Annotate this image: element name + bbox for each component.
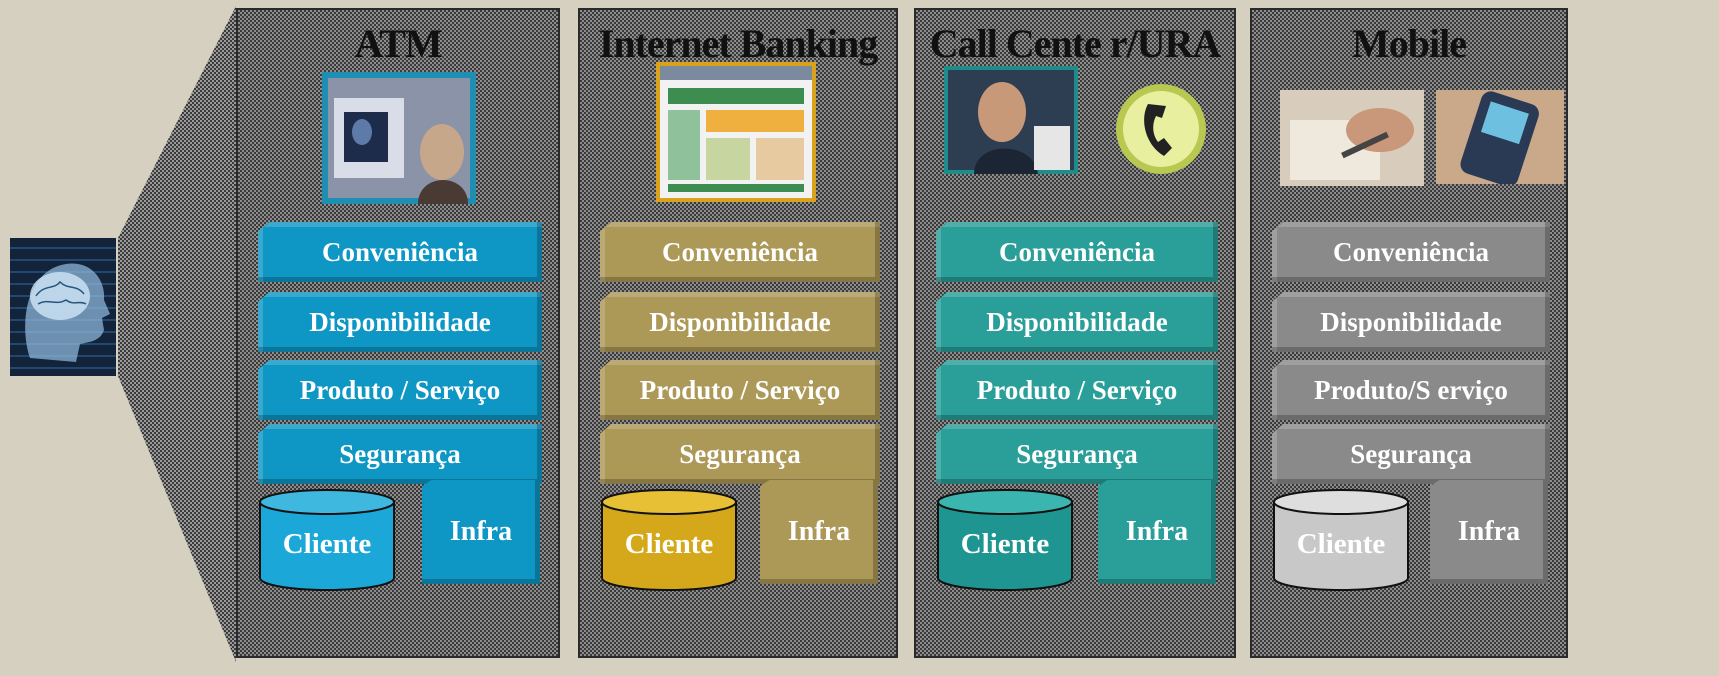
atm-person-photo-icon xyxy=(322,72,476,204)
cylinder-shape xyxy=(601,489,737,591)
cliente-database-cylinder: Cliente xyxy=(1272,488,1410,592)
infra-box: Infra xyxy=(422,480,540,584)
column-title: Call Cente r/URA xyxy=(929,21,1222,66)
layer-convenience: Conveniência xyxy=(936,222,1218,282)
layer-availability: Disponibilidade xyxy=(258,292,542,352)
infra-box: Infra xyxy=(1098,480,1216,584)
layer-availability: Disponibilidade xyxy=(1272,292,1550,352)
mobile-phone-photo-icon xyxy=(1436,90,1564,184)
infra-box: Infra xyxy=(1430,480,1548,584)
cylinder-label: Cliente xyxy=(1296,528,1386,560)
layer-product-service: Produto/S erviço xyxy=(1272,360,1550,420)
cliente-database-cylinder: Cliente xyxy=(258,488,396,592)
layer-security: Segurança xyxy=(936,424,1218,484)
layer-security: Segurança xyxy=(1272,424,1550,484)
layer-product-service: Produto / Serviço xyxy=(258,360,542,420)
cylinder-shape xyxy=(1273,489,1409,591)
cylinder-shape xyxy=(937,489,1073,591)
layer-convenience: Conveniência xyxy=(1272,222,1550,282)
cylinder-label: Cliente xyxy=(282,528,372,560)
layer-availability: Disponibilidade xyxy=(936,292,1218,352)
layer-availability: Disponibilidade xyxy=(600,292,880,352)
hand-writing-photo-icon xyxy=(1280,90,1424,186)
column-title: ATM xyxy=(354,21,442,66)
layer-convenience: Conveniência xyxy=(258,222,542,282)
cliente-database-cylinder: Cliente xyxy=(936,488,1074,592)
funnel-shape xyxy=(118,6,236,662)
layer-security: Segurança xyxy=(258,424,542,484)
cylinder-label: Cliente xyxy=(960,528,1050,560)
infra-box: Infra xyxy=(760,480,878,584)
internet-banking-screenshot-icon xyxy=(656,62,816,202)
cylinder-shape xyxy=(259,489,395,591)
layer-security: Segurança xyxy=(600,424,880,484)
layer-product-service: Produto / Serviço xyxy=(936,360,1218,420)
cliente-database-cylinder: Cliente xyxy=(600,488,738,592)
telephone-handset-icon xyxy=(1114,82,1208,176)
column-title: Internet Banking xyxy=(598,21,879,66)
human-head-brain-icon xyxy=(10,238,116,376)
column-title: Mobile xyxy=(1352,21,1467,66)
call-center-agent-photo-icon xyxy=(944,66,1078,174)
layer-convenience: Conveniência xyxy=(600,222,880,282)
cylinder-label: Cliente xyxy=(624,528,714,560)
layer-product-service: Produto / Serviço xyxy=(600,360,880,420)
